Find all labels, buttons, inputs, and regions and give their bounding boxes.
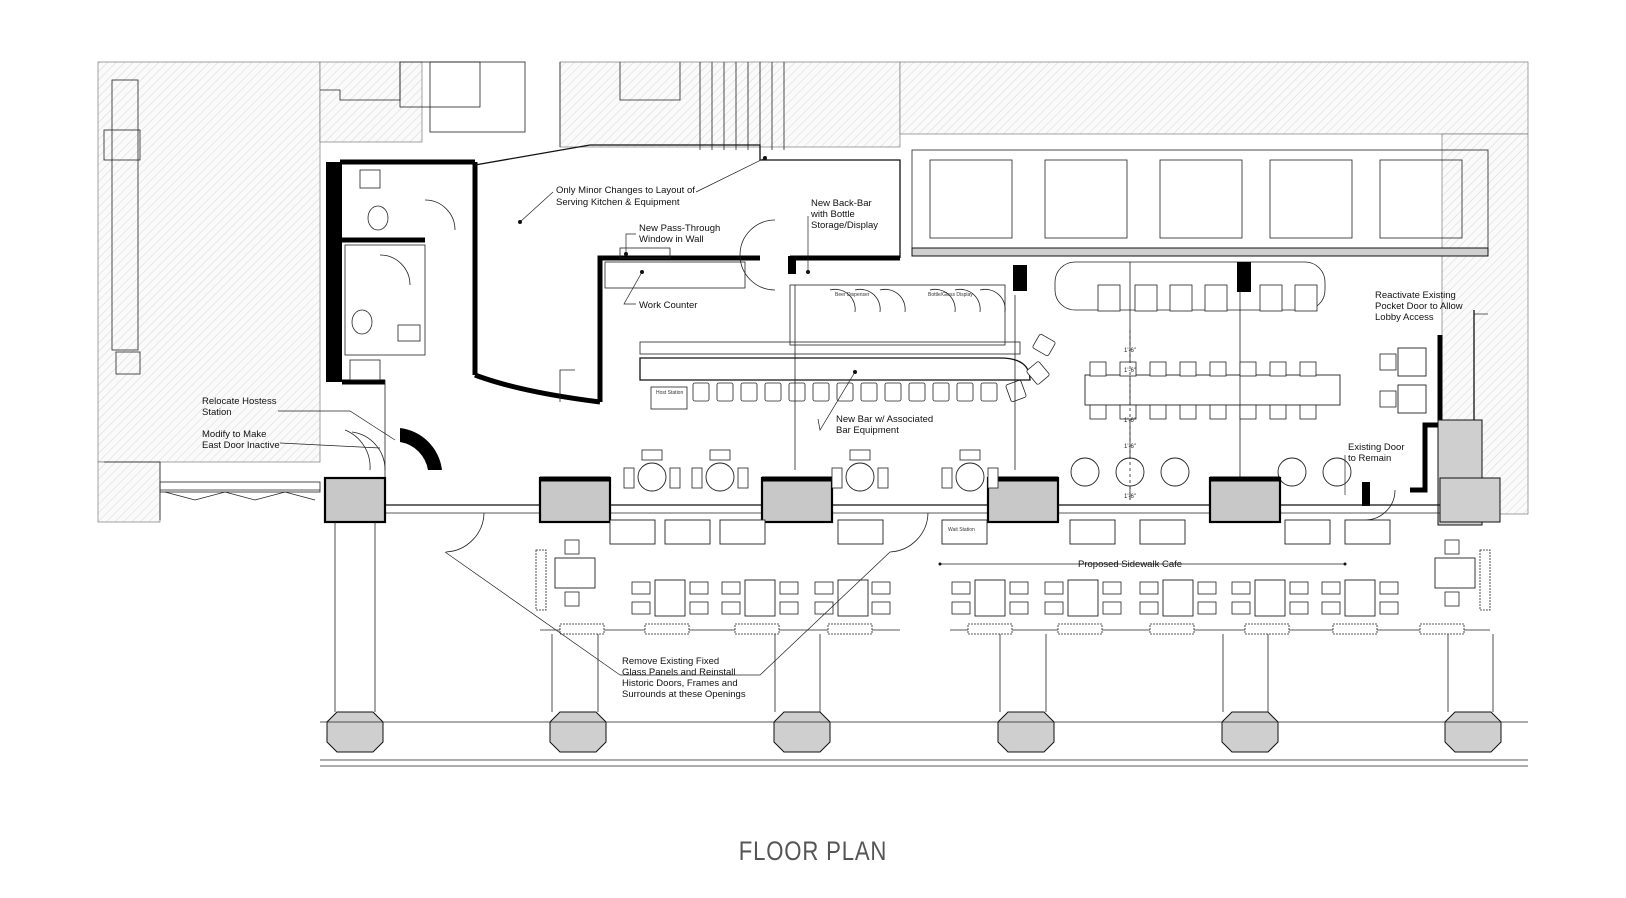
right-wall-tables bbox=[1379, 347, 1427, 414]
storefront bbox=[323, 476, 1501, 553]
folding-doors bbox=[164, 491, 316, 501]
svg-text:Host Station: Host Station bbox=[656, 390, 683, 396]
bar-area: Beer Dispenser Bottle/Glass Display Host… bbox=[639, 265, 1056, 470]
existing-building-hatch bbox=[97, 61, 1529, 523]
dimension-markers: 1'-6" 1'-6" 1'-6" 1'-6" 1'-6" bbox=[1124, 330, 1136, 500]
drawing-title: FLOOR PLAN bbox=[738, 836, 888, 866]
svg-text:Bottle/Glass Display: Bottle/Glass Display bbox=[928, 292, 973, 298]
annotations: Only Minor Changes to Layout of Serving … bbox=[202, 185, 1465, 700]
street-columns bbox=[320, 522, 1528, 767]
entry bbox=[159, 380, 442, 501]
note-new-bar: New Bar w/ Associated Bar Equipment bbox=[836, 414, 936, 436]
note-kitchen: Only Minor Changes to Layout of Serving … bbox=[556, 185, 698, 208]
context-outlines bbox=[103, 61, 785, 520]
note-hostess: Relocate Hostess Station bbox=[202, 396, 279, 418]
svg-text:1'-6": 1'-6" bbox=[1124, 444, 1136, 450]
leader-lines bbox=[278, 156, 1488, 676]
sidewalk-cafe bbox=[535, 539, 1491, 635]
note-pass-through: New Pass-Through Window in Wall bbox=[639, 223, 723, 245]
kitchen-walls bbox=[472, 144, 901, 405]
cafe-chairs bbox=[564, 539, 1460, 615]
stair-lines bbox=[699, 62, 785, 150]
storefront-tables: Wait Station bbox=[609, 519, 1391, 545]
svg-text:1'-6": 1'-6" bbox=[1124, 368, 1136, 374]
svg-text:Beer Dispenser: Beer Dispenser bbox=[835, 292, 870, 298]
note-east-door: Modify to Make East Door Inactive bbox=[202, 429, 280, 451]
svg-text:1'-6": 1'-6" bbox=[1124, 494, 1136, 500]
note-glass-panels: Remove Existing Fixed Glass Panels and R… bbox=[622, 656, 746, 700]
window-round-tables bbox=[623, 449, 999, 492]
banquette-chairs bbox=[1097, 284, 1318, 312]
note-back-bar: New Back-Bar with Bottle Storage/Display bbox=[810, 198, 878, 231]
note-existing-door: Existing Door to Remain bbox=[1348, 442, 1407, 464]
note-sidewalk-cafe: Proposed Sidewalk Cafe bbox=[1078, 559, 1182, 570]
restrooms bbox=[326, 159, 475, 385]
note-work-counter: Work Counter bbox=[639, 300, 697, 311]
svg-text:1'-6": 1'-6" bbox=[1124, 418, 1136, 424]
planters bbox=[535, 549, 1491, 635]
cafe-tables bbox=[554, 557, 1476, 617]
bar-stools bbox=[692, 333, 1056, 403]
dining-room: 1'-6" 1'-6" 1'-6" 1'-6" 1'-6" bbox=[1054, 261, 1483, 526]
long-table-chairs bbox=[1089, 361, 1317, 420]
note-pocket-door: Reactivate Existing Pocket Door to Allow… bbox=[1375, 290, 1465, 323]
svg-text:Wait Station: Wait Station bbox=[948, 527, 975, 533]
svg-text:1'-6": 1'-6" bbox=[1124, 348, 1136, 354]
window-bays bbox=[911, 149, 1489, 257]
